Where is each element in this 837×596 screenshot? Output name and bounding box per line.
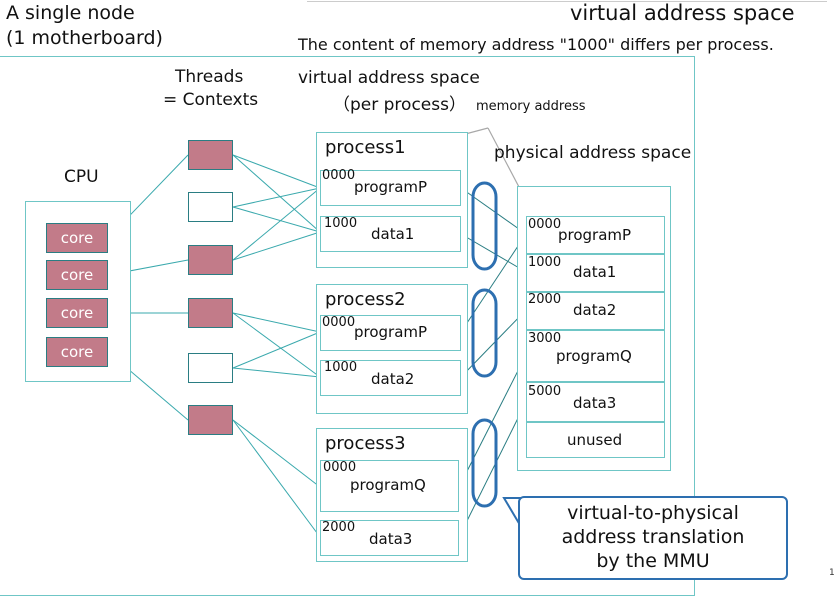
- header-rule: [307, 1, 827, 2]
- node-subtitle: (1 motherboard): [6, 27, 163, 49]
- process2-addr-1000: 1000: [324, 360, 358, 375]
- mmu-ellipse-3: [471, 418, 498, 508]
- phys-addr-0000: 0000: [528, 217, 562, 232]
- contexts-label: = Contexts: [163, 90, 259, 110]
- phys-addr-5000: 5000: [528, 384, 562, 399]
- mmu-callout-line2: address translation: [561, 526, 745, 548]
- process1-addr-0000: 0000: [322, 168, 356, 183]
- link-t1-p1b: [232, 154, 321, 233]
- phys-label-data3: data3: [573, 394, 617, 412]
- process2-label-programP: programP: [354, 323, 428, 341]
- process3-label-data3: data3: [369, 530, 413, 548]
- threads-label: Threads: [175, 67, 244, 87]
- link-t3-p1a: [232, 187, 321, 261]
- process3-addr-2000: 2000: [322, 520, 356, 535]
- link-t3-p1b: [232, 231, 321, 261]
- phys-cell-5000: [526, 382, 665, 422]
- core-4: core: [46, 337, 108, 367]
- phys-cell-1000: [526, 254, 665, 292]
- phys-cell-2000: [526, 292, 665, 330]
- cpu-label: CPU: [64, 167, 99, 187]
- process1-label-programP: programP: [354, 178, 428, 196]
- process2-row-data2: [320, 360, 461, 396]
- phys-cell-unused: [526, 422, 665, 458]
- mmu-callout-line3: by the MMU: [596, 550, 710, 572]
- process1-row-programP: [320, 170, 461, 206]
- mmu-ellipse-1: [471, 181, 498, 271]
- mmu-ellipse-2: [471, 288, 498, 378]
- map-p2-data2: [460, 309, 527, 378]
- vas-label: virtual address space: [298, 68, 480, 88]
- map-p3-programQ: [458, 354, 527, 488]
- process3-addr-0000: 0000: [323, 460, 357, 475]
- link-t2-p1a: [232, 187, 321, 208]
- link-t2-p1b: [232, 206, 321, 233]
- page-subtitle: The content of memory address "1000" dif…: [298, 35, 774, 54]
- thread-3: [188, 245, 233, 275]
- thread-1: [188, 140, 233, 170]
- link-t4-p2b: [232, 312, 321, 378]
- phys-cell-3000: [526, 330, 665, 382]
- link-t1-p1a: [232, 154, 321, 189]
- page-mark: 1: [829, 568, 835, 578]
- mmu-callout: virtual-to-physical address translation …: [518, 496, 788, 580]
- process1-label-data1: data1: [371, 225, 415, 243]
- page-title: virtual address space: [570, 1, 795, 25]
- thread-5: [188, 353, 233, 383]
- phys-label-data2: data2: [573, 301, 617, 319]
- link-t6-p3b: [232, 419, 321, 538]
- thread-6: [188, 405, 233, 435]
- mmu-callout-line1: virtual-to-physical: [567, 502, 739, 524]
- process3-label-programQ: programQ: [350, 476, 426, 494]
- process3-title: process3: [325, 433, 406, 454]
- phys-label-unused: unused: [567, 431, 623, 449]
- link-t5-p2a: [232, 331, 321, 369]
- process1-addr-1000: 1000: [324, 216, 358, 231]
- link-t6-p3a: [232, 419, 321, 488]
- core-2: core: [46, 260, 108, 290]
- process2-title: process2: [325, 289, 406, 310]
- phys-cell-0000: [526, 216, 665, 254]
- memory-address-label: memory address: [476, 99, 586, 114]
- process2-addr-0000: 0000: [322, 315, 356, 330]
- phys-label-programP: programP: [558, 226, 632, 244]
- phys-addr-1000: 1000: [528, 255, 562, 270]
- vas-per-process-label: （per process）: [333, 95, 466, 115]
- core-1: core: [46, 223, 108, 253]
- process1-title: process1: [325, 137, 406, 158]
- map-p3-data3: [458, 401, 527, 538]
- process3-row-programQ: [320, 460, 459, 512]
- phys-addr-2000: 2000: [528, 292, 562, 307]
- phys-addr-3000: 3000: [528, 331, 562, 346]
- thread-4: [188, 298, 233, 328]
- phys-label-data1: data1: [573, 263, 617, 281]
- thread-2: [188, 192, 233, 222]
- link-t4-p2a: [232, 312, 321, 333]
- process2-label-data2: data2: [371, 370, 415, 388]
- core-3: core: [46, 298, 108, 328]
- node-title: A single node: [6, 2, 135, 24]
- physical-address-space-label: physical address space: [494, 143, 692, 163]
- process2-row-programP: [320, 315, 461, 351]
- process1-row-data1: [320, 216, 461, 252]
- process3-row-data3: [320, 520, 459, 556]
- link-t5-p2b: [232, 367, 321, 378]
- phys-label-programQ: programQ: [556, 347, 632, 365]
